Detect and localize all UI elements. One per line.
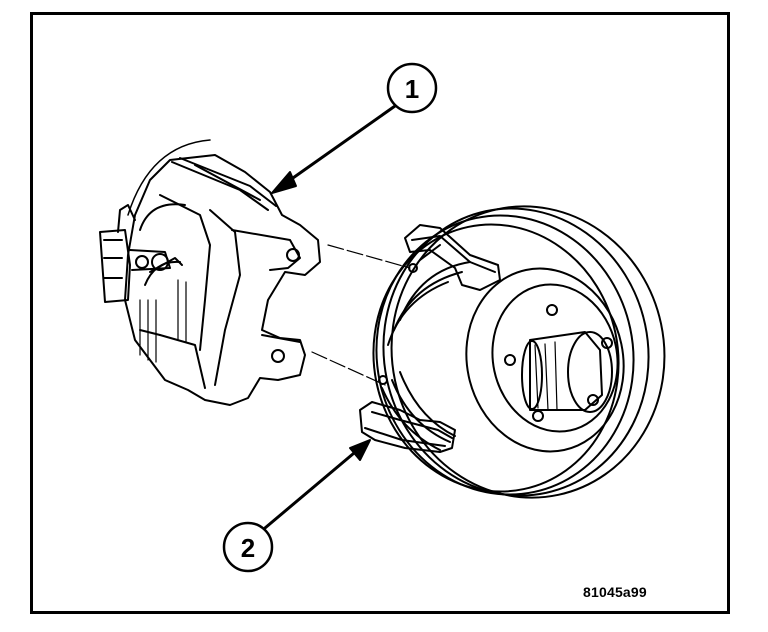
- callout-2-circle: [222, 521, 274, 573]
- callout-2: [222, 439, 371, 573]
- callout-1-arrowhead: [271, 171, 297, 194]
- callout-1-number: 1: [405, 74, 419, 104]
- figure-code: 81045a99: [583, 584, 647, 600]
- callout-2-leader: [263, 446, 362, 530]
- callout-1: [271, 62, 438, 194]
- callout-2-number: 2: [241, 533, 255, 563]
- alignment-lines: [311, 244, 411, 386]
- callout-1-leader: [281, 104, 397, 187]
- callout-2-arrowhead: [349, 439, 371, 461]
- callout-1-circle: [386, 62, 438, 114]
- brake-rotor: [372, 205, 666, 499]
- brake-caliper: [99, 139, 321, 406]
- upper-brake-pad: [387, 224, 501, 346]
- lower-brake-pad: [359, 371, 456, 453]
- wheel-hub: [521, 331, 613, 413]
